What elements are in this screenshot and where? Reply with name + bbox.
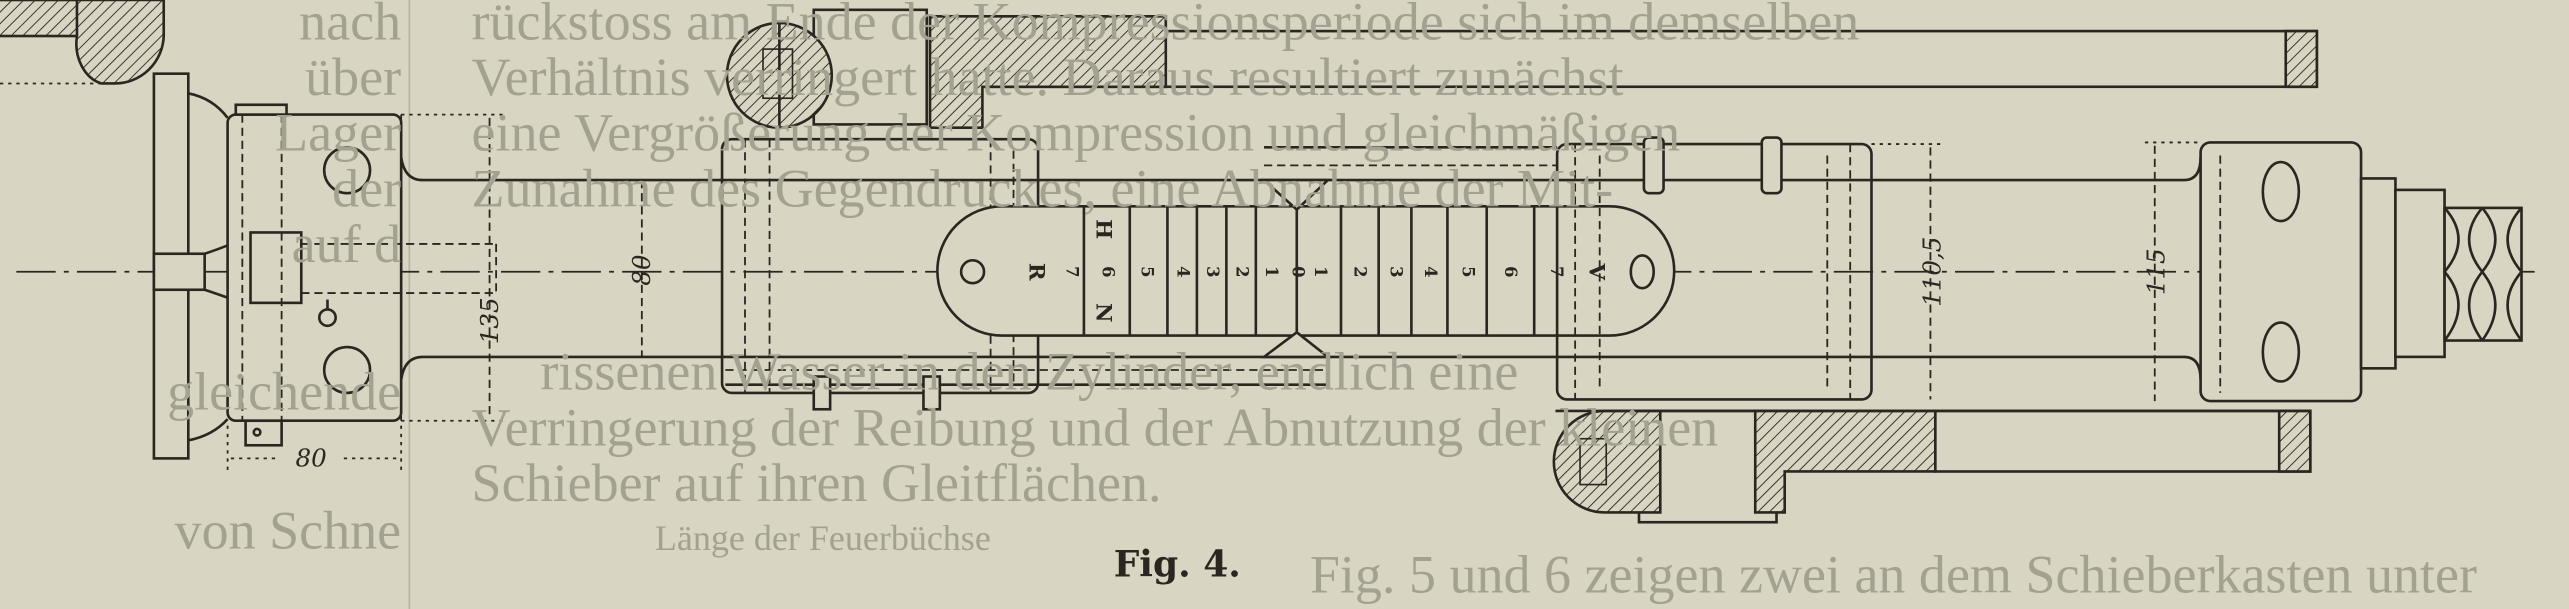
bg-faint-line: Länge der Feuerbüchse: [655, 518, 991, 558]
dimension-label: 115: [2142, 248, 2171, 295]
dimension-label: 110,5: [1917, 237, 1946, 307]
scale-digit-right: 3: [1387, 266, 1406, 277]
scale-digit-right: 4: [1421, 266, 1440, 277]
scale-letter-center: R: [1023, 263, 1048, 281]
bolt-hole: [322, 345, 372, 395]
pointer-top: [1260, 178, 1332, 212]
scale-letter-right: V: [1583, 263, 1608, 281]
scale-letter-top: H: [1090, 219, 1115, 239]
scale-digit-right: 2: [1350, 266, 1369, 277]
scale-letter-bottom: N: [1090, 303, 1115, 322]
technical-drawing: 135 80 80: [0, 0, 2535, 585]
slide-hole: [1629, 254, 1656, 290]
scale-digit-zero: 0: [1288, 266, 1307, 277]
scale-digit-left: 6: [1098, 266, 1117, 277]
bg-line: eine Vergrößerung der Kompression und gl…: [472, 103, 1681, 163]
scale-ticks: [1082, 206, 1536, 336]
scale-digit-left: 2: [1233, 266, 1252, 277]
bg-line: über: [305, 47, 401, 107]
dimension-label: 135: [475, 297, 504, 344]
bg-line: Lager: [275, 103, 401, 163]
bg-line: Schieber auf ihren Gleitflächen.: [472, 453, 1162, 513]
bg-line: Fig. 5 und 6 zeigen zwei an dem Schieber…: [1310, 545, 2477, 605]
right-clamp: [1555, 136, 1873, 401]
bg-line: auf d: [292, 214, 401, 274]
bolt-hole: [2261, 160, 2301, 223]
scale-digit-left: 3: [1203, 266, 1222, 277]
pointer-bottom: [1260, 330, 1332, 359]
dimension-body-height: 135: [475, 117, 504, 418]
figure-caption: Fig. 4.: [1114, 543, 1241, 585]
background-text-left-column: nach über Lager der auf d gleichende von…: [167, 0, 401, 560]
background-text-right-column: rückstoss am Ende der Kompressionsperiod…: [472, 0, 2477, 605]
bg-line: rückstoss am Ende der Kompressionsperiod…: [472, 0, 1860, 51]
bolt-hole: [322, 146, 372, 195]
dimension-body-length: 80: [230, 444, 398, 473]
bg-line: der: [332, 158, 401, 218]
dimension-label: 80: [627, 254, 656, 285]
scale-digit-right: 5: [1459, 266, 1478, 277]
left-end-piece: [152, 72, 508, 475]
right-end-piece: [2199, 141, 2524, 403]
scale-digit-right: 6: [1501, 266, 1520, 277]
scale-digit-left: 7: [1062, 266, 1081, 277]
bg-line: gleichende: [167, 361, 401, 421]
bg-line: rissenen Wasser in den Zylinder, endlich…: [540, 342, 1518, 402]
bg-line: Zunahme des Gegendruckes, eine Abnahme d…: [472, 158, 1614, 218]
lower-lever-section: [1552, 409, 2312, 524]
dimension-clamp-height: 110,5: [1871, 143, 1946, 400]
bg-line: von Schne: [175, 500, 402, 560]
top-left-section-detail: [0, 0, 166, 85]
scale-digit-left: 5: [1138, 266, 1157, 277]
dimension-label: 80: [295, 444, 326, 473]
scale-digit-right: 1: [1311, 266, 1330, 277]
bg-line: Verringerung der Reibung und der Abnutzu…: [472, 397, 1719, 457]
slide-hole: [959, 258, 986, 285]
dimension-arm-width: 80: [627, 180, 656, 357]
dimension-end-height: 115: [2142, 141, 2201, 402]
bg-line: Verhältnis verringert hatte. Daraus resu…: [472, 47, 1624, 107]
bolt-hole: [2261, 321, 2301, 383]
scale-digit-left: 4: [1174, 266, 1193, 277]
upper-lever-section: [725, 8, 2319, 130]
scale-digit-left: 1: [1262, 266, 1281, 277]
bg-line: nach: [299, 0, 401, 51]
